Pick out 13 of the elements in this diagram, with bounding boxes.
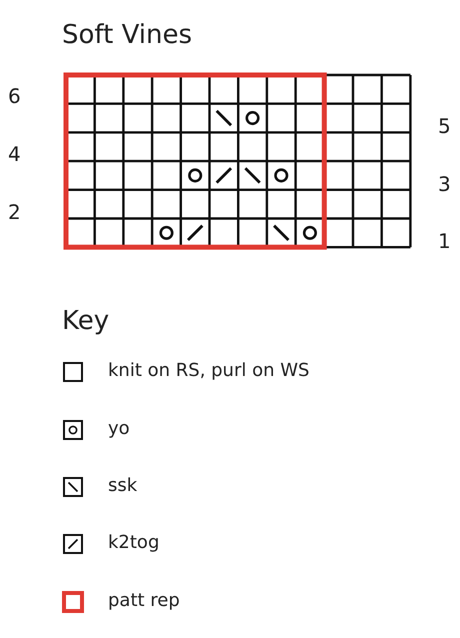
legend-label: k2tog [108, 534, 160, 552]
key-heading: Key [62, 308, 110, 334]
legend-label: yo [108, 420, 130, 438]
chart-title: Soft Vines [62, 22, 192, 48]
row-number: 2 [8, 202, 21, 222]
legend-label: ssk [108, 477, 138, 495]
row-number: 3 [438, 174, 451, 194]
row-number: 6 [8, 86, 21, 106]
legend-label: knit on RS, purl on WS [108, 362, 310, 380]
row-number: 1 [438, 231, 451, 251]
legend-label: patt rep [108, 592, 180, 610]
row-number: 4 [8, 144, 21, 164]
row-number: 5 [438, 116, 451, 136]
